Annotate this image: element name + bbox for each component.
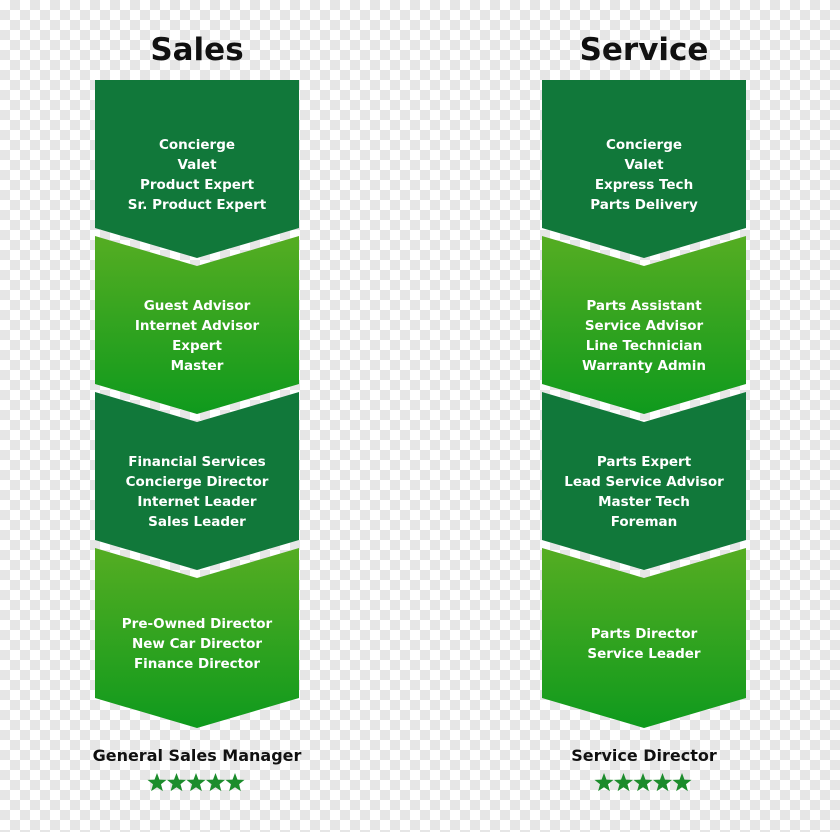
star-icon <box>613 773 634 792</box>
role-item: Parts Assistant <box>586 298 702 314</box>
role-item: Finance Director <box>133 656 261 672</box>
star-icon <box>186 773 206 792</box>
role-item: Valet <box>177 157 217 173</box>
role-item: Parts Director <box>590 626 698 642</box>
role-item: Concierge <box>605 137 683 153</box>
role-item: Master <box>170 358 224 374</box>
star-icon <box>672 773 692 792</box>
role-item: Concierge <box>158 137 236 153</box>
role-item: Valet <box>624 157 664 173</box>
star-icon <box>225 773 245 792</box>
role-item: Guest Advisor <box>143 298 251 314</box>
role-item: Product Expert <box>139 177 255 193</box>
chevron-shape <box>542 548 746 728</box>
sales-star-rating <box>147 771 247 795</box>
role-item: Internet Advisor <box>134 318 260 334</box>
role-item: Master Tech <box>598 494 690 510</box>
service-title: Service <box>579 32 709 68</box>
chevron-shape <box>542 392 746 570</box>
role-item: Concierge Director <box>125 474 269 490</box>
service-star-rating <box>594 771 694 795</box>
role-item: New Car Director <box>131 636 263 652</box>
star-icon <box>147 773 167 792</box>
role-item: Sales Leader <box>148 514 246 530</box>
role-item: Parts Expert <box>596 454 692 470</box>
chevron-shape <box>542 236 746 414</box>
role-item: Sr. Product Expert <box>127 197 267 213</box>
chevron-shape <box>542 80 746 258</box>
role-item: Foreman <box>610 514 678 530</box>
star-icon <box>205 773 226 792</box>
star-icon <box>594 773 614 792</box>
chevron-shape <box>95 548 299 728</box>
role-item: Expert <box>172 338 222 354</box>
sales-top-role: General Sales Manager <box>92 746 302 765</box>
role-item: Parts Delivery <box>590 197 698 213</box>
role-item: Line Technician <box>585 338 703 354</box>
role-item: Express Tech <box>594 177 694 193</box>
role-item: Financial Services <box>128 454 266 470</box>
star-icon <box>652 773 673 792</box>
star-icon <box>166 773 187 792</box>
role-item: Warranty Admin <box>582 358 706 374</box>
service-top-role: Service Director <box>571 746 717 765</box>
role-item: Service Leader <box>587 646 701 662</box>
star-icon <box>633 773 653 792</box>
role-item: Lead Service Advisor <box>564 474 724 490</box>
role-item: Pre-Owned Director <box>121 616 273 632</box>
chevron-shape <box>95 80 299 258</box>
chevron-shape <box>95 392 299 570</box>
chevron-shape <box>95 236 299 414</box>
role-item: Service Advisor <box>584 318 704 334</box>
sales-title: Sales <box>150 32 244 68</box>
role-item: Internet Leader <box>137 494 257 510</box>
